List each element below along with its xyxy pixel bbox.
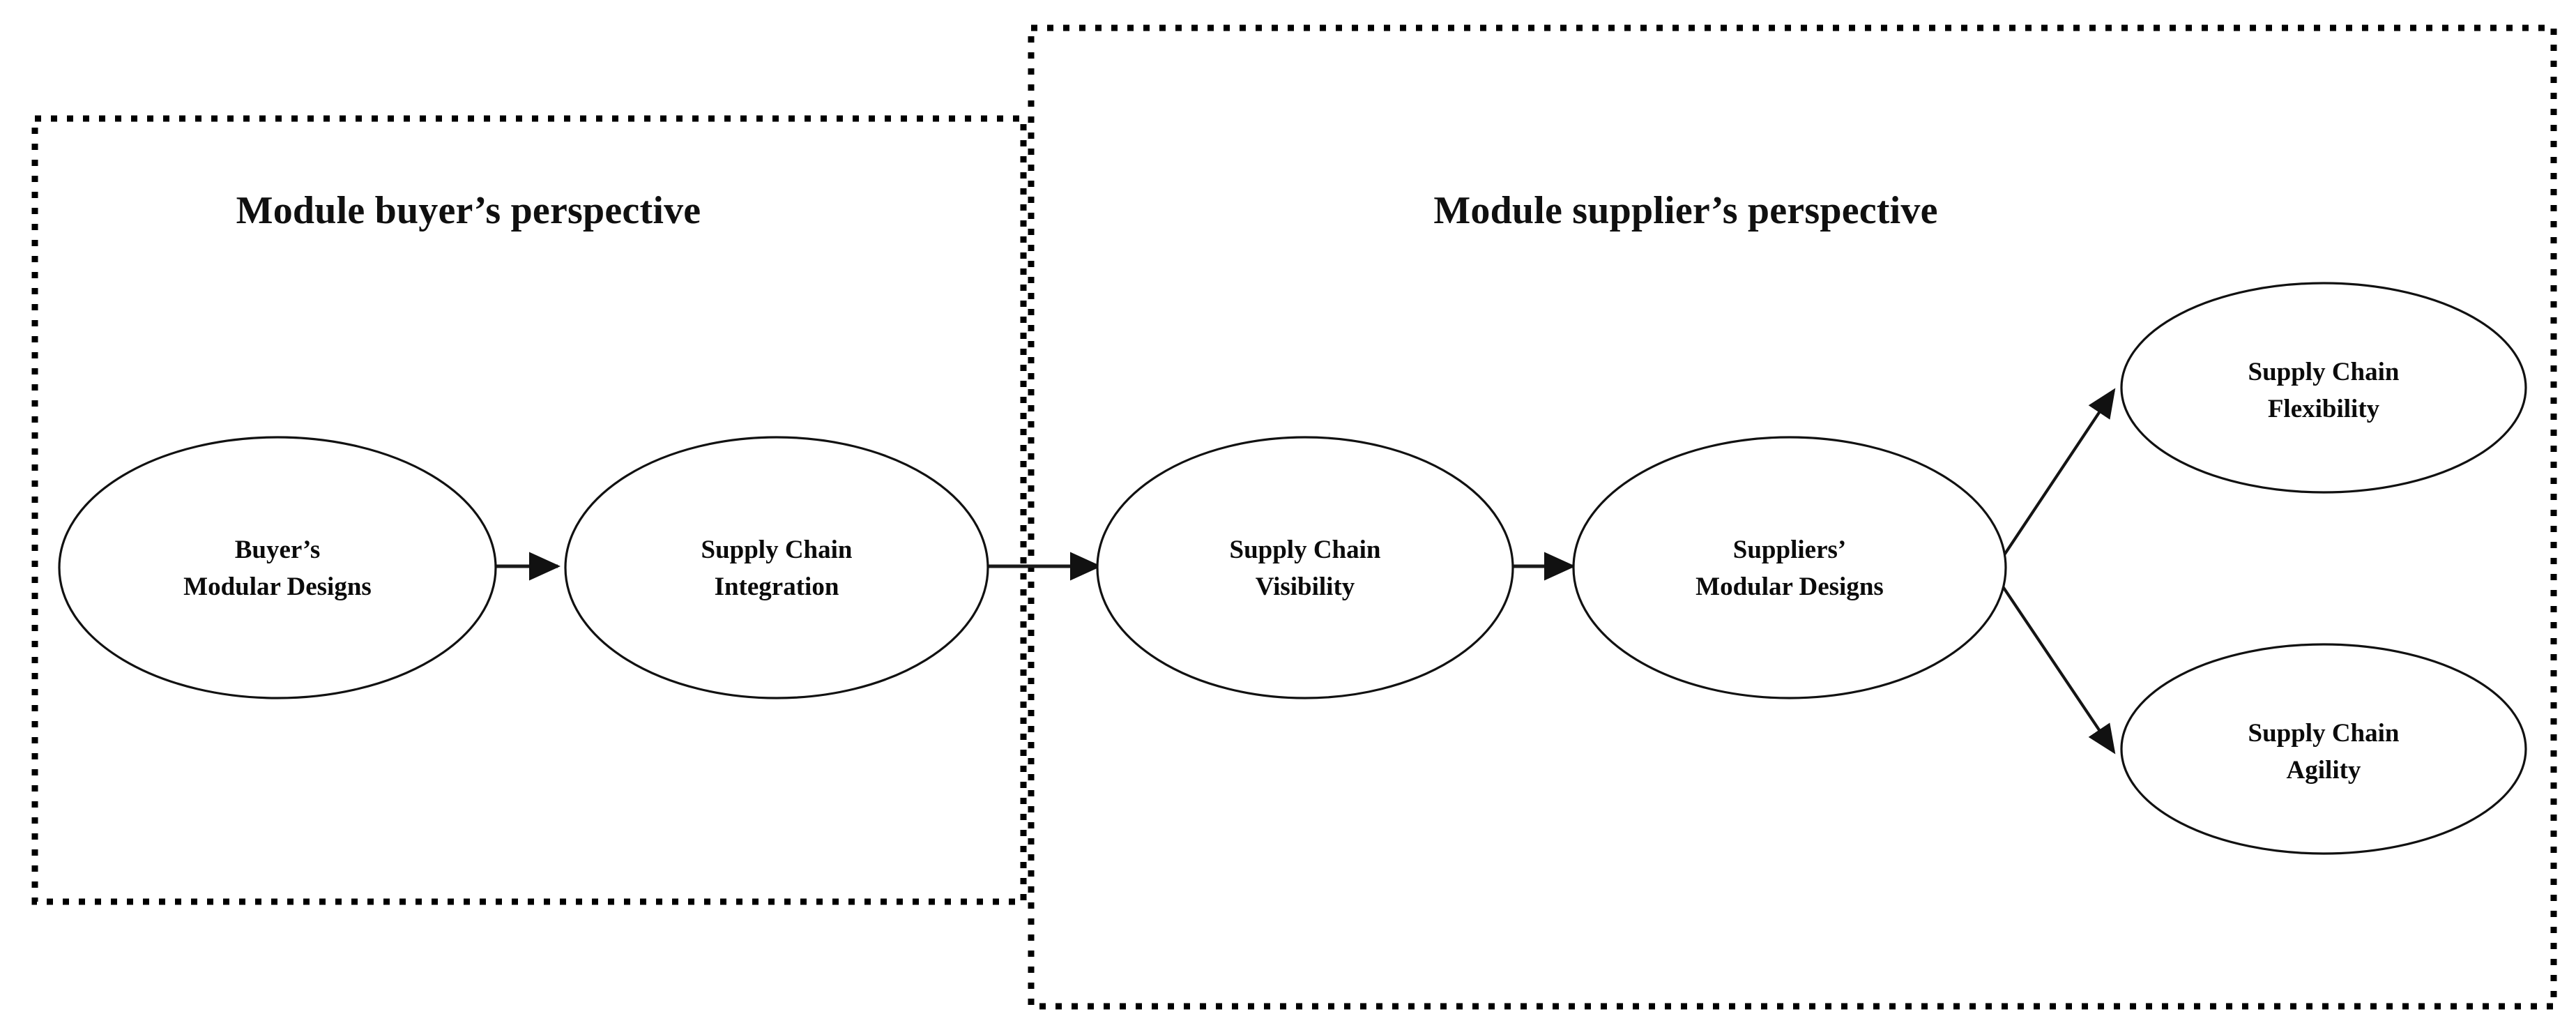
- node-label-supply-chain-agility-line1: Supply Chain: [2248, 719, 2400, 748]
- node-label-supply-chain-flexibility-line1: Supply Chain: [2248, 358, 2400, 386]
- buyer-perspective-title: Module buyer’s perspective: [236, 189, 701, 232]
- node-ellipse-supply-chain-visibility: [1096, 436, 1514, 699]
- supplier-perspective-title: Module supplier’s perspective: [1433, 189, 1937, 232]
- node-label-buyers-modular-designs-line1: Buyer’s: [235, 536, 321, 564]
- node-supply-chain-integration[interactable]: Supply Chain Integration: [564, 436, 989, 699]
- node-ellipse-supply-chain-integration: [564, 436, 989, 699]
- node-buyers-modular-designs[interactable]: Buyer’s Modular Designs: [58, 436, 497, 699]
- node-label-supply-chain-integration-line1: Supply Chain: [701, 536, 853, 564]
- node-supply-chain-flexibility[interactable]: Supply Chain Flexibility: [2120, 282, 2527, 494]
- edge-suppliers-designs-to-agility: [1992, 572, 2116, 755]
- node-label-supply-chain-visibility-line1: Supply Chain: [1230, 536, 1381, 564]
- node-ellipse-supply-chain-flexibility: [2120, 282, 2527, 494]
- node-label-supply-chain-agility-line2: Agility: [2287, 756, 2361, 785]
- edge-suppliers-designs-to-flexibility: [1992, 388, 2116, 572]
- node-label-supply-chain-visibility-line2: Visibility: [1256, 573, 1355, 601]
- node-ellipse-buyers-modular-designs: [58, 436, 497, 699]
- node-label-supply-chain-flexibility-line2: Flexibility: [2268, 395, 2380, 423]
- buyer-perspective-box: [31, 115, 1027, 905]
- node-ellipse-suppliers-modular-designs: [1572, 436, 2007, 699]
- node-supply-chain-agility[interactable]: Supply Chain Agility: [2120, 643, 2527, 855]
- node-label-suppliers-modular-designs-line2: Modular Designs: [1695, 573, 1884, 601]
- node-ellipse-supply-chain-agility: [2120, 643, 2527, 855]
- node-supply-chain-visibility[interactable]: Supply Chain Visibility: [1096, 436, 1514, 699]
- node-label-suppliers-modular-designs-line1: Suppliers’: [1733, 536, 1846, 564]
- node-suppliers-modular-designs[interactable]: Suppliers’ Modular Designs: [1572, 436, 2007, 699]
- node-label-buyers-modular-designs-line2: Modular Designs: [183, 573, 372, 601]
- node-label-supply-chain-integration-line2: Integration: [715, 573, 839, 601]
